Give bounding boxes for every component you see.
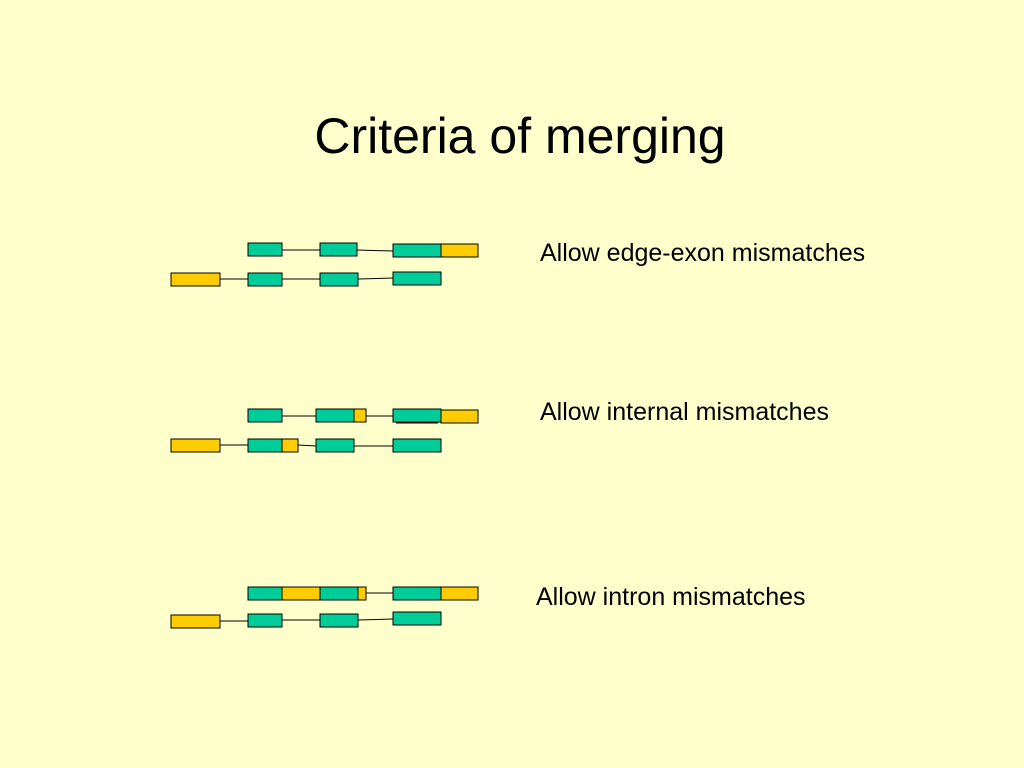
exon-match — [247, 586, 283, 601]
exon-match — [247, 242, 283, 257]
intron-line — [357, 618, 394, 621]
exon-match — [392, 408, 442, 423]
exon-match — [319, 586, 359, 601]
example-internal — [170, 408, 479, 453]
example-intron — [170, 586, 479, 629]
exon-match — [319, 242, 358, 257]
exon-mismatch — [440, 586, 479, 601]
slide-title: Criteria of merging — [314, 108, 726, 164]
exon-match — [247, 613, 283, 628]
exon-match — [247, 272, 283, 287]
exon-match — [319, 272, 359, 287]
intron-line — [357, 277, 394, 280]
exon-mismatch — [281, 586, 321, 601]
exon-match — [247, 408, 283, 423]
exon-mismatch — [357, 586, 367, 601]
intron-line — [297, 444, 317, 447]
exon-mismatch — [353, 408, 367, 423]
exon-match — [392, 611, 442, 626]
exon-mismatch — [170, 272, 221, 287]
caption-edge-exon-mismatches: Allow edge-exon mismatches — [540, 239, 866, 267]
exon-mismatch — [170, 614, 221, 629]
exon-match — [315, 408, 355, 423]
exon-mismatch — [440, 409, 479, 424]
exon-match — [392, 438, 442, 453]
exon-match — [392, 586, 442, 601]
exon-match — [247, 438, 283, 453]
exon-mismatch — [440, 243, 479, 258]
exon-mismatch — [170, 438, 221, 453]
exon-match — [319, 613, 359, 628]
exon-mismatch — [281, 438, 299, 453]
exon-match — [315, 438, 355, 453]
caption-internal-mismatches: Allow internal mismatches — [540, 398, 829, 426]
exon-match — [392, 271, 442, 286]
intron-line — [356, 249, 394, 252]
exon-match — [392, 243, 442, 258]
caption-intron-mismatches: Allow intron mismatches — [536, 583, 806, 611]
example-edge-exon — [170, 242, 479, 287]
